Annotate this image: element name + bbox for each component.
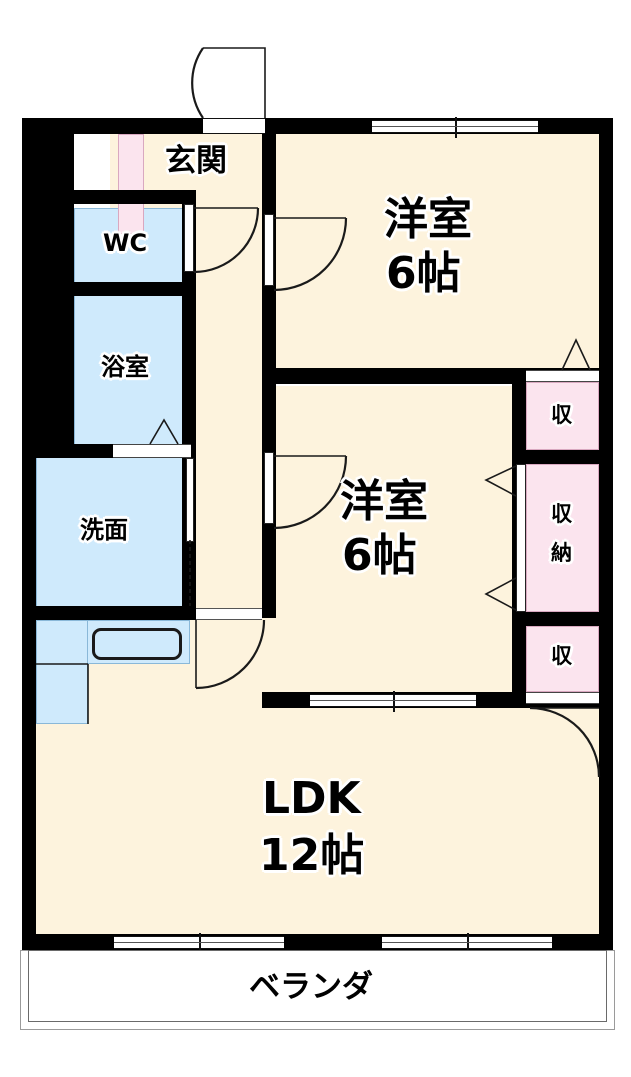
kitchen-sink [92, 628, 182, 660]
wall-east [599, 118, 613, 950]
hallway-door-left-leaf[interactable] [184, 204, 194, 272]
label-ldk-name: LDK [262, 773, 361, 824]
wall-closet-sep-lower [512, 612, 613, 626]
wall-closet-sep-upper [512, 450, 613, 464]
label-bath: 浴室 [101, 353, 149, 381]
label-wc: WC [103, 229, 148, 257]
label-washroom: 洗面 [80, 516, 128, 544]
label-veranda: ベランダ [249, 969, 373, 1005]
balcony-veranda-inner-edge [28, 950, 607, 1022]
label-bedroom-1-area: 6帖 [386, 248, 461, 299]
closet-top-door-opening[interactable] [526, 370, 599, 382]
shoe-closet [118, 134, 144, 234]
bedroom-1-door-leaf[interactable] [264, 214, 274, 286]
wall-west-lower [22, 456, 36, 950]
bath-door-opening[interactable] [113, 444, 191, 458]
washroom-door-leaf[interactable] [186, 458, 194, 542]
label-closet-bottom: 収 [551, 644, 572, 668]
label-bedroom-2-name: 洋室 [340, 476, 428, 527]
label-closet-middle-1: 収 [551, 502, 572, 526]
closet-bottom-door-opening[interactable] [526, 692, 599, 704]
ldk-hall-door-opening[interactable] [196, 608, 262, 620]
ldk-veranda-door-left[interactable] [114, 933, 284, 954]
label-bedroom-1-name: 洋室 [384, 194, 472, 245]
wall-washroom-ldk [22, 606, 196, 620]
floor-ldk [36, 618, 599, 934]
bedroom-2-door-leaf[interactable] [264, 452, 274, 524]
label-entrance: 玄関 [165, 143, 227, 179]
wall-entrance-south [74, 190, 196, 204]
label-closet-top: 収 [551, 403, 572, 427]
label-ldk-area: 12帖 [259, 830, 365, 881]
floor-hallway [196, 134, 262, 618]
closet-middle-door-leaf[interactable] [516, 464, 526, 612]
label-bedroom-2-area: 6帖 [342, 530, 417, 581]
closet-middle [526, 464, 599, 612]
closet-bottom [526, 626, 599, 692]
wall-bedroom1-bedroom2 [262, 368, 516, 384]
floor-ldk-upper-gap [516, 696, 599, 934]
bedroom-2-south-sliding[interactable] [310, 691, 476, 712]
closet-top [526, 382, 599, 450]
wall-wc-bath [60, 282, 196, 296]
bedroom-1-north-window[interactable] [372, 117, 538, 138]
entrance-door-opening[interactable] [203, 118, 265, 134]
label-closet-middle-2: 納 [551, 541, 572, 565]
ldk-veranda-door-right[interactable] [382, 933, 552, 954]
kitchen-counter-leg [36, 620, 88, 724]
